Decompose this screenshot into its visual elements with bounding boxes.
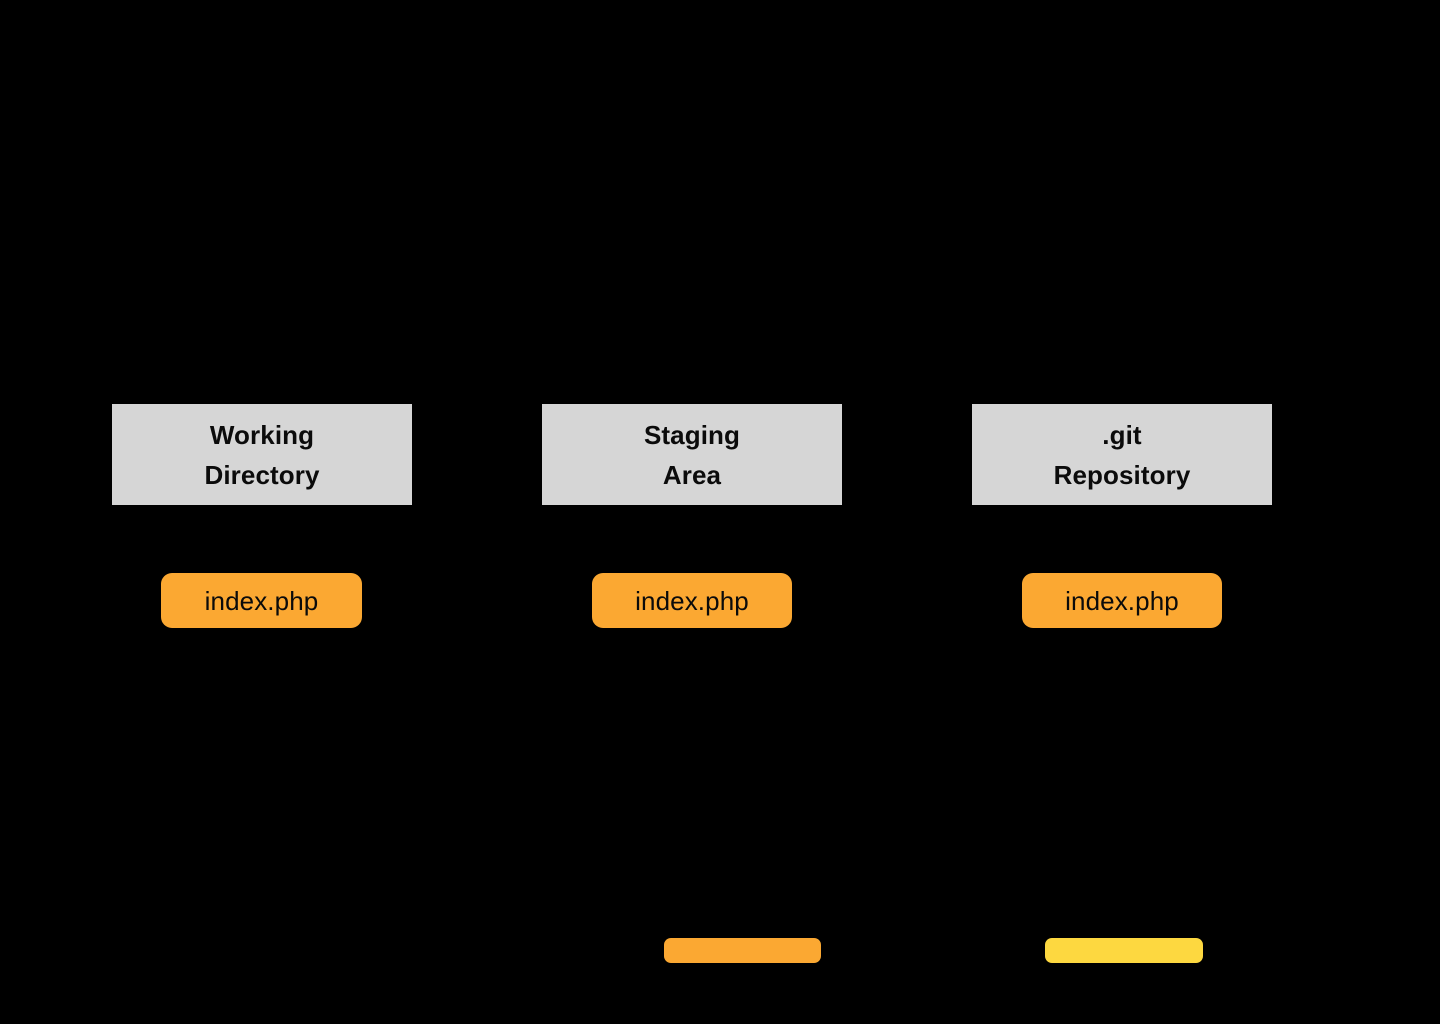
column-staging-area: Staging Area index.php	[542, 0, 842, 1024]
area-box-title-line1: Working	[209, 419, 315, 450]
area-box-title-line2: Repository	[1053, 459, 1191, 490]
area-box-staging-area: Staging Area	[542, 404, 842, 505]
area-box-working-directory: Working Directory	[112, 404, 412, 505]
column-working-directory: Working Directory index.php	[112, 0, 412, 1024]
area-box-title-line2: Area	[662, 459, 722, 490]
file-pill-working-directory[interactable]: index.php	[161, 573, 362, 628]
marker-bar-orange	[664, 938, 821, 963]
file-pill-staging-area[interactable]: index.php	[592, 573, 792, 628]
area-box-title-line2: Directory	[204, 459, 320, 490]
column-git-repository: .git Repository index.php	[972, 0, 1272, 1024]
file-pill-label: index.php	[635, 585, 749, 616]
area-box-title-line1: .git	[1102, 419, 1142, 450]
area-box-git-repository: .git Repository	[972, 404, 1272, 505]
marker-bar-yellow	[1045, 938, 1203, 963]
area-box-title-line1: Staging	[643, 419, 741, 450]
file-pill-git-repository[interactable]: index.php	[1022, 573, 1222, 628]
file-pill-label: index.php	[1065, 585, 1179, 616]
file-pill-label: index.php	[204, 585, 319, 616]
